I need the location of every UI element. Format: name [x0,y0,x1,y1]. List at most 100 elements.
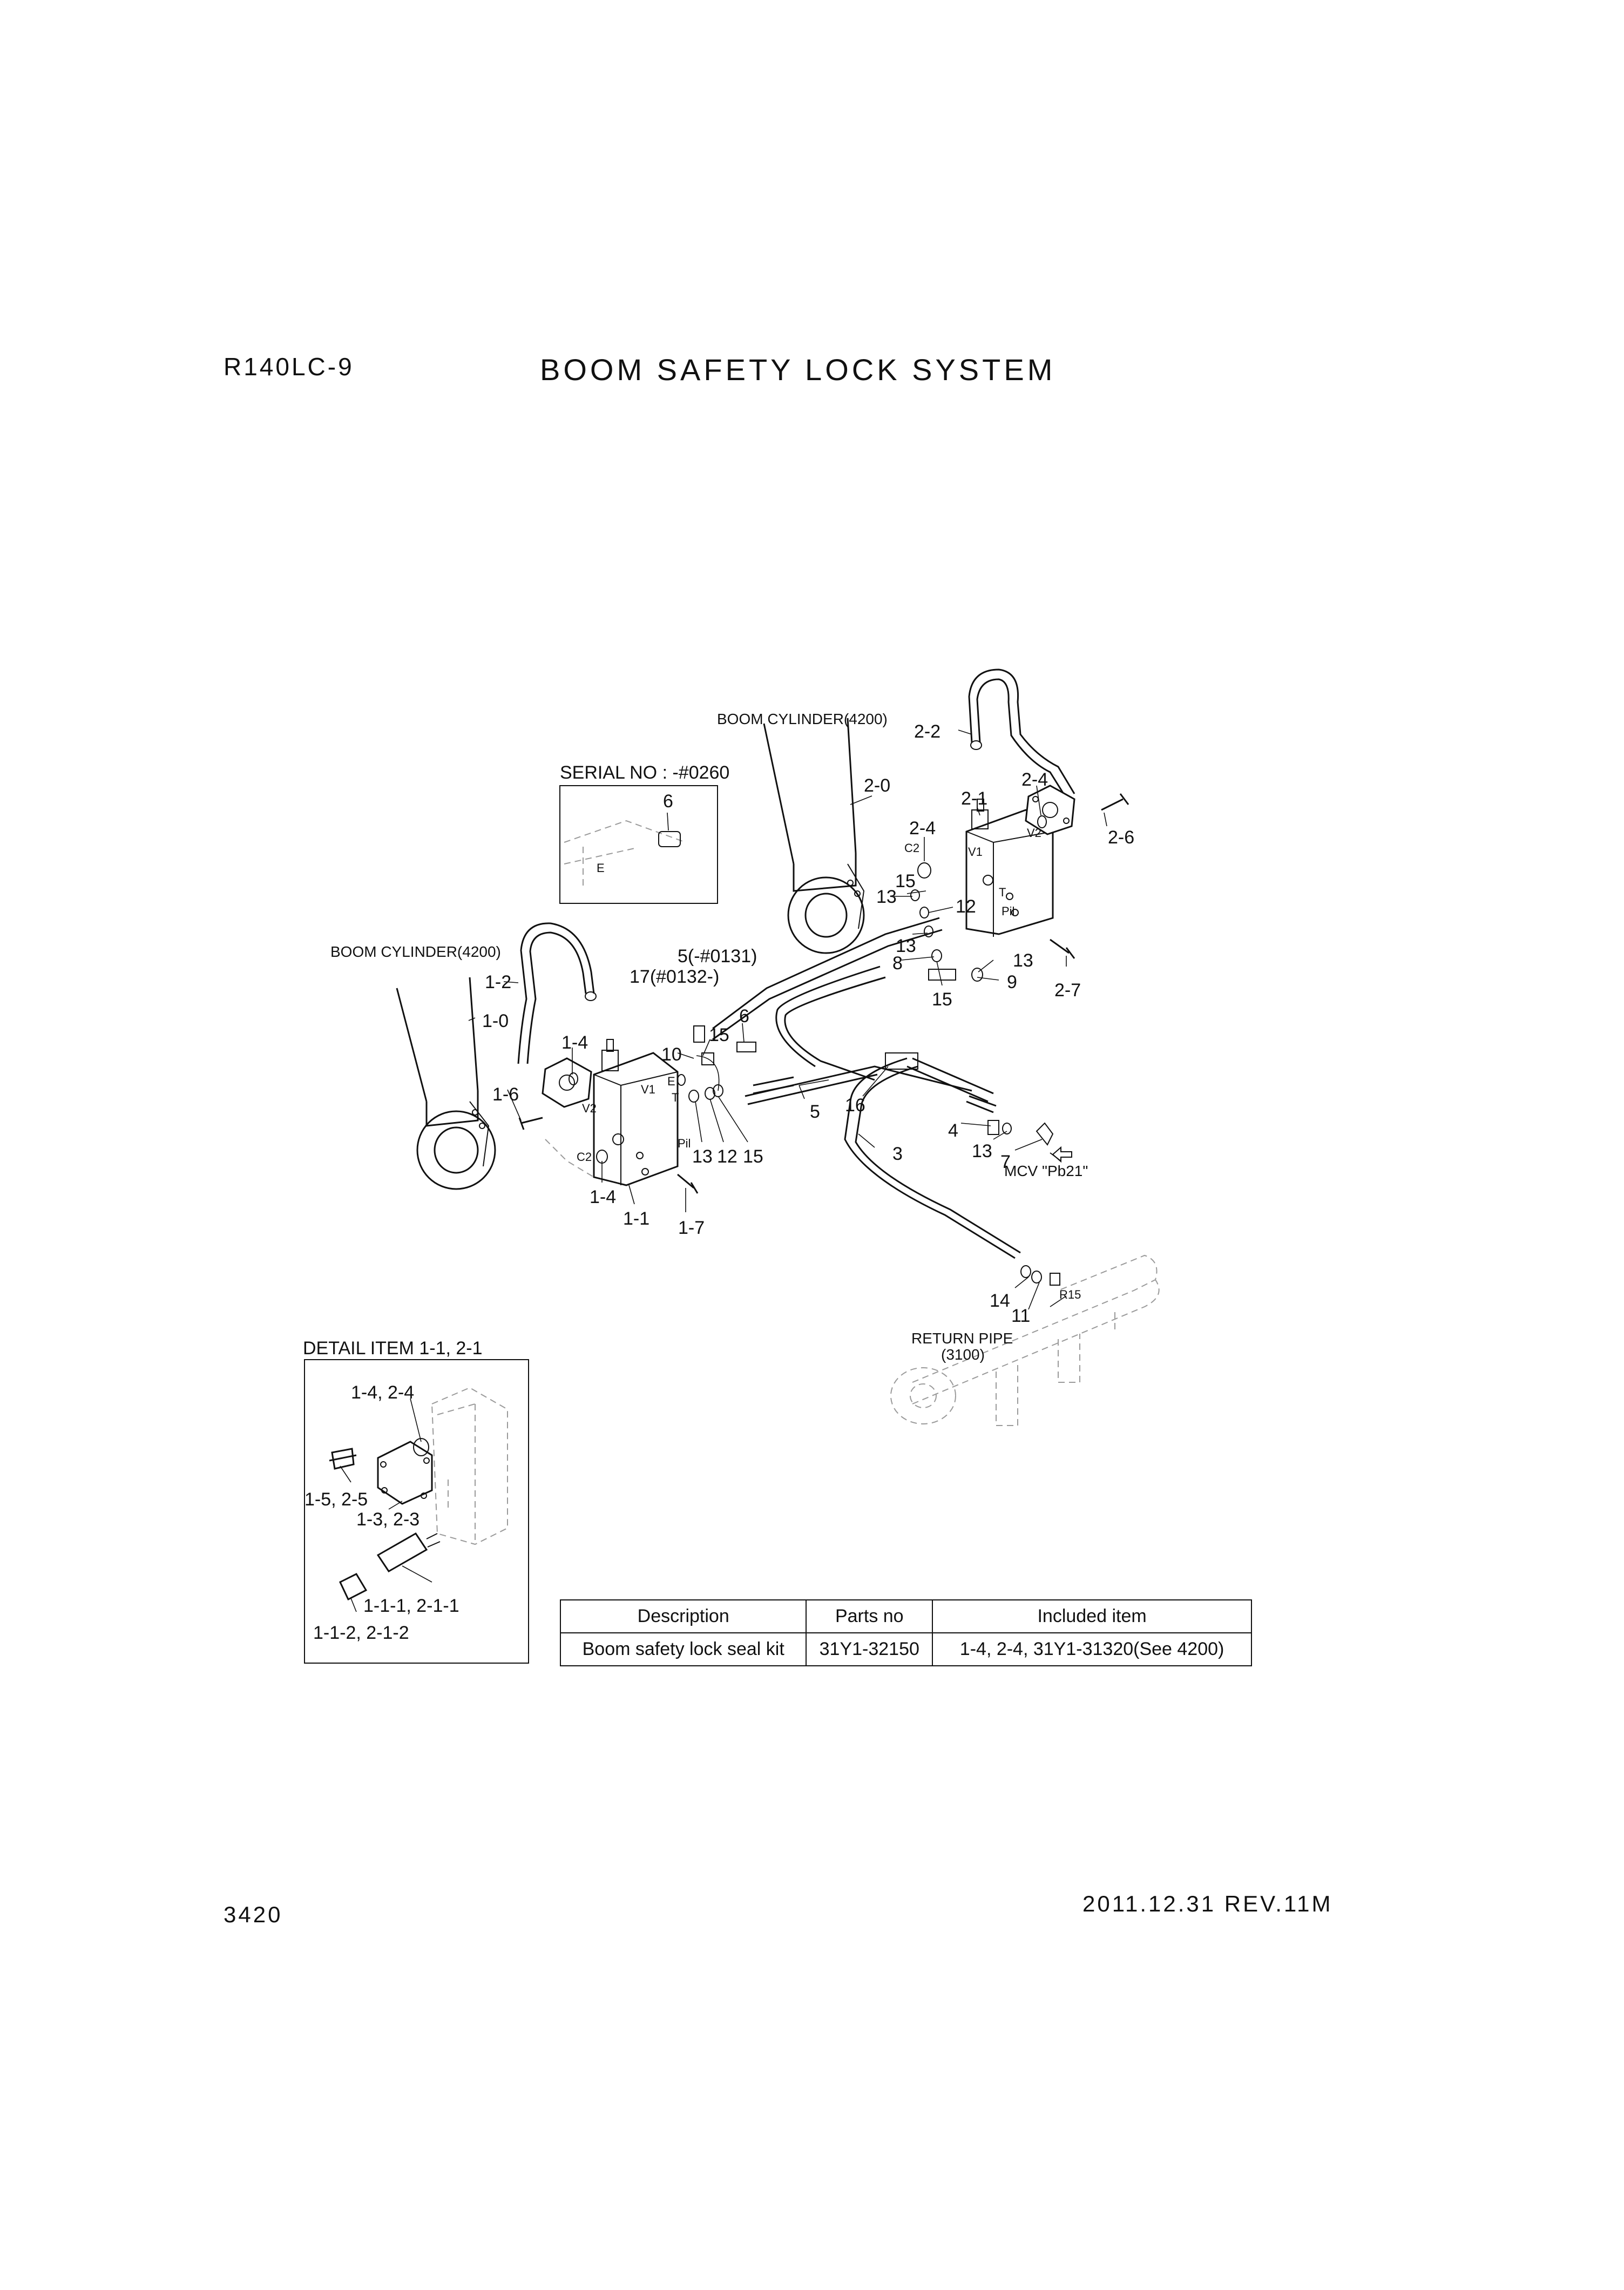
mcv-label: MCV "Pb21" [1004,1163,1088,1179]
port-label-pil-right: Pil [1002,904,1014,918]
table-cell-parts-no: 31Y1-32150 [806,1632,933,1666]
flange-1-3-icon [377,1441,433,1505]
callout-13b: 13 [896,936,916,956]
pipe-1-2 [517,922,597,1064]
callout-11: 11 [1011,1306,1030,1326]
callout-3: 3 [892,1144,903,1164]
oring-2-4-icon [1037,815,1047,828]
plug-1-1-1-icon [376,1532,428,1572]
callout-13d: 13 [972,1141,992,1161]
port-label-c2-left: C2 [577,1150,592,1164]
parts-table: Description Parts no Included item Boom … [559,1599,1252,1666]
arrow-mcv-icon [1052,1146,1072,1163]
pipe-2-2 [968,668,1075,799]
port-label-r15: R15 [1059,1288,1081,1301]
callout-1-1: 1-1 [623,1208,649,1229]
oring-1-4-icon [569,1072,578,1085]
return-pipe-label-2: (3100) [941,1346,985,1363]
page-number: 3420 [224,1902,283,1927]
callout-1-4a: 1-4 [561,1032,588,1053]
callout-10: 10 [661,1044,682,1065]
callout-2-2: 2-2 [914,721,940,742]
table-header-row: Description Parts no Included item [559,1599,1252,1633]
port-label-v1-left: V1 [641,1083,655,1096]
callout-12a: 12 [956,896,976,917]
valve-block-1-1: V1 V2 C2 E T Pil [577,1039,691,1186]
table-header-included-item: Included item [932,1599,1252,1633]
callout-7: 7 [1000,1152,1011,1172]
callout-2-7: 2-7 [1054,980,1081,1001]
hoses [712,917,1021,1259]
return-pipe-label-1: RETURN PIPE [911,1330,1013,1347]
part-5-label: 5(-#0131) [678,946,757,967]
callout-2-0: 2-0 [864,775,890,796]
bolt-2-6-icon [1101,793,1129,811]
return-pipe-ghost [890,1254,1160,1426]
flange-left [542,1057,592,1108]
bolt-1-6-icon [518,1117,543,1130]
port-label-v2-left: V2 [582,1102,597,1115]
fitting-6-icon [658,831,681,847]
callout-4: 4 [948,1120,958,1141]
callout-1-4b: 1-4 [590,1187,616,1207]
detail-callout-1-5: 1-5, 2-5 [304,1489,368,1510]
callout-13c: 13 [1013,950,1033,971]
page-title: BOOM SAFETY LOCK SYSTEM [540,353,1056,387]
port-label-pil-left: Pil [678,1137,691,1150]
detail-inset [304,1359,529,1664]
boom-cylinder-right [763,718,865,954]
detail-callout-1-4: 1-4, 2-4 [351,1382,414,1403]
table-header-description: Description [559,1599,807,1633]
boom-cylinder-left-label: BOOM CYLINDER(4200) [330,943,501,960]
port-label-e-serial: E [597,861,605,875]
callout-15b: 15 [932,989,952,1010]
callout-6a: 6 [663,791,673,812]
callout-2-6: 2-6 [1108,827,1134,848]
boom-cylinder-left [396,977,496,1190]
table-header-parts-no: Parts no [806,1599,933,1633]
callout-12b: 12 [717,1146,737,1167]
callout-1-6: 1-6 [492,1084,519,1105]
callout-13e: 13 [692,1146,713,1167]
detail-title: DETAIL ITEM 1-1, 2-1 [303,1338,483,1359]
callout-5: 5 [810,1102,820,1122]
callout-9: 9 [1007,972,1017,992]
callout-1-2: 1-2 [485,972,511,992]
fitting-6-icon [736,1042,756,1052]
valve-block-2-1: V1 V2 C2 T Pil [904,799,1054,937]
serial-box-title: SERIAL NO : -#0260 [560,762,729,783]
leader-lines [340,729,1107,1612]
callout-15d: 15 [743,1146,763,1167]
table-cell-description: Boom safety lock seal kit [559,1632,807,1666]
boom-cylinder-right-label: BOOM CYLINDER(4200) [717,711,888,727]
revision-date: 2011.12.31 REV.11M [1082,1891,1333,1916]
detail-callout-1-1-2: 1-1-2, 2-1-2 [313,1623,409,1643]
callout-15c: 15 [709,1025,729,1045]
bolt-1-7-icon [677,1173,699,1194]
callout-13a: 13 [876,887,897,907]
serial-number-inset: E [559,785,718,904]
bolt-1-5-icon [329,1448,357,1470]
callout-6b: 6 [739,1006,749,1026]
callout-2-1: 2-1 [961,788,987,809]
callout-2-4b: 2-4 [909,818,936,839]
callout-1-7: 1-7 [678,1218,705,1238]
part-17-label: 17(#0132-) [630,967,719,987]
callout-2-4a: 2-4 [1021,769,1048,790]
clamp-16-icon [885,1052,918,1070]
oring-detail-icon [413,1438,429,1456]
oring-2-4b-icon [917,862,931,879]
detail-callout-1-1-1: 1-1-1, 2-1-1 [363,1596,459,1616]
detail-callout-1-3: 1-3, 2-3 [356,1509,419,1530]
callout-14: 14 [990,1291,1010,1311]
bolt-2-7-icon [1050,938,1075,959]
port-label-c2-right: C2 [904,841,919,855]
port-label-t-right: T [999,886,1006,899]
model-code: R140LC-9 [224,353,354,381]
port-label-e-left: E [667,1075,675,1088]
table-row: Boom safety lock seal kit 31Y1-32150 1-4… [559,1632,1252,1666]
callout-16: 16 [845,1095,865,1116]
port-label-t-left: T [672,1091,679,1104]
table-cell-included-item: 1-4, 2-4, 31Y1-31320(See 4200) [932,1632,1252,1666]
